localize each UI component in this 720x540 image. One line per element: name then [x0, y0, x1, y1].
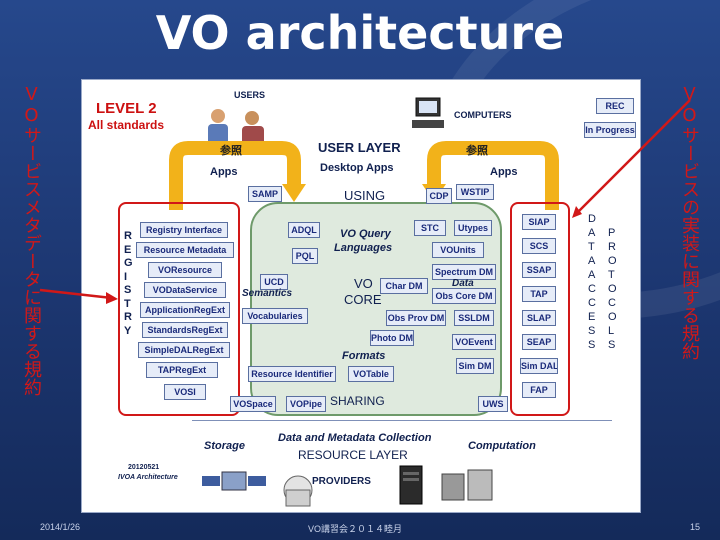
architecture-diagram: LEVEL 2 All standards USERS COMPUTERS RE…	[82, 80, 640, 512]
left-side-text: VOサービスメタデータに関する規約	[21, 84, 42, 396]
registry-item: SimpleDALRegExt	[138, 342, 230, 358]
core-box: Utypes	[454, 220, 492, 236]
formats-label: Formats	[342, 350, 386, 362]
protocol-box: SLAP	[522, 310, 556, 326]
reference-label-left: 参照	[220, 145, 242, 157]
rec-badge: REC	[596, 98, 634, 114]
data-metadata-label: Data and Metadata Collection	[278, 432, 432, 444]
protocol-box: SEAP	[522, 334, 556, 350]
core-box: PQL	[292, 248, 318, 264]
level-label: LEVEL 2	[96, 100, 157, 117]
sharing-label: SHARING	[330, 394, 385, 408]
data-access-vertical-label: DATA ACCESS	[588, 213, 596, 351]
registry-item: TAPRegExt	[146, 362, 218, 378]
registry-item: StandardsRegExt	[142, 322, 228, 338]
reference-label-right: 参照	[466, 145, 488, 157]
core-box: SSLDM	[454, 310, 494, 326]
protocol-box: SSAP	[522, 262, 556, 278]
script-apps-label: Apps	[490, 166, 518, 178]
core-box: CDP	[426, 188, 452, 204]
core-box: VOSpace	[230, 396, 276, 412]
page-number: 15	[690, 522, 701, 532]
registry-item: Registry Interface	[140, 222, 228, 238]
core-box: Obs Prov DM	[386, 310, 446, 326]
providers-label: PROVIDERS	[312, 476, 371, 487]
browser-apps-label: Apps	[210, 166, 238, 178]
computers-label: COMPUTERS	[454, 110, 512, 120]
core-box: UWS	[478, 396, 508, 412]
storage-label: Storage	[204, 440, 245, 452]
protocol-box: Sim DAL	[520, 358, 558, 374]
slide-title: VO architecture	[155, 6, 565, 60]
resource-layer-label: RESOURCE LAYER	[298, 448, 408, 462]
footer-date: 2014/1/26	[40, 522, 81, 532]
core-box: Sim DM	[456, 358, 494, 374]
core-box: STC	[414, 220, 446, 236]
registry-item: VOSI	[164, 384, 206, 400]
computing-icon	[441, 469, 493, 501]
protocol-box: TAP	[522, 286, 556, 302]
all-standards-label: All standards	[88, 118, 165, 132]
registry-item: ApplicationRegExt	[140, 302, 230, 318]
core-box: VOPipe	[286, 396, 326, 412]
vo-query-label: VO Query	[340, 228, 391, 240]
protocols-vertical-label: PROTOCOLS	[608, 227, 617, 351]
registry-item: VODataService	[144, 282, 226, 298]
core-box: ADQL	[288, 222, 320, 238]
vo-core-label: VO	[354, 276, 373, 291]
registry-highlight	[118, 202, 240, 416]
computation-label: Computation	[468, 440, 536, 452]
caption-date: 20120521	[128, 464, 160, 471]
right-side-text: VOサービスの実装に関する規約	[679, 84, 700, 360]
resource-divider	[192, 420, 612, 421]
core-box: VOUnits	[432, 242, 484, 258]
footer-center: VO講習会２０１４睦月	[308, 524, 403, 534]
core-box: WSTIP	[456, 184, 494, 200]
data-label: Data	[452, 278, 474, 289]
registry-item: VOResource	[148, 262, 222, 278]
using-label: USING	[344, 188, 386, 203]
core-box: Resource Identifier	[248, 366, 336, 382]
protocol-box: SIAP	[522, 214, 556, 230]
computer-icon	[412, 97, 444, 128]
core-box: Spectrum DM	[432, 264, 496, 280]
caption-name: IVOA Architecture	[118, 474, 178, 481]
in-progress-badge: In Progress	[584, 122, 636, 138]
protocol-box: FAP	[522, 382, 556, 398]
desktop-apps-label: Desktop Apps	[320, 162, 394, 174]
satellite-icon	[202, 471, 313, 507]
core-box: Photo DM	[370, 330, 414, 346]
core-box: Char DM	[380, 278, 428, 294]
core-box: Obs Core DM	[432, 288, 496, 304]
protocol-box: SCS	[522, 238, 556, 254]
core-box: UCD	[260, 274, 288, 290]
core-label: CORE	[344, 292, 382, 307]
registry-vertical-label: REGISTRY	[124, 230, 133, 337]
registry-item: Resource Metadata	[136, 242, 234, 258]
protocols-highlight	[510, 202, 570, 416]
semantics-label: Semantics	[242, 288, 293, 299]
users-label: USERS	[234, 90, 266, 100]
languages-label: Languages	[334, 242, 393, 254]
core-box: VOTable	[348, 366, 394, 382]
user-layer-label: USER LAYER	[318, 140, 401, 155]
core-box: SAMP	[248, 186, 282, 202]
core-box: VOEvent	[452, 334, 496, 350]
server-icon	[399, 465, 423, 505]
core-box: Vocabularies	[242, 308, 308, 324]
